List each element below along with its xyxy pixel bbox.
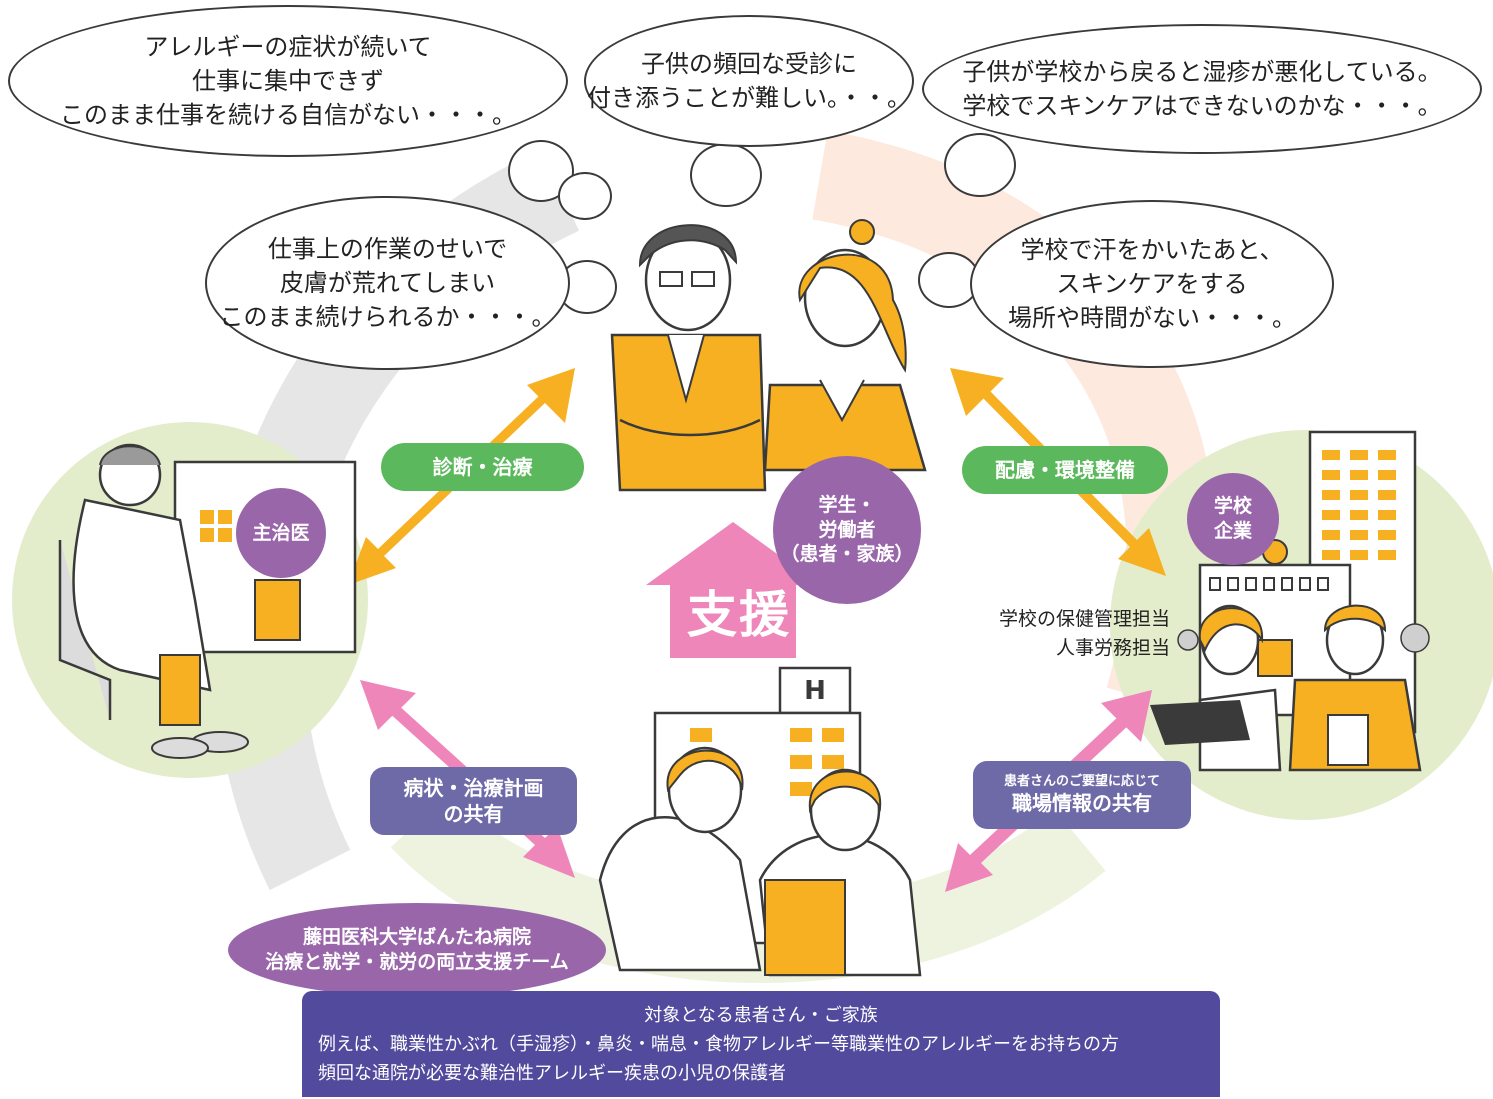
school-company-line: 学校 <box>1213 495 1252 518</box>
patient-label-line: 学生・ <box>818 493 876 516</box>
hospital-sign: H <box>804 675 826 706</box>
bubble-allergy-work: アレルギーの症状が続いて 仕事に集中できず このまま仕事を続ける自信がない・・・… <box>8 5 568 157</box>
share-work-text: 職場情報の共有 <box>1012 791 1152 816</box>
bubble-line: 仕事に集中できず <box>192 66 384 95</box>
patient-label: 学生・ 労働者 （患者・家族） <box>773 456 921 604</box>
bubble-line: アレルギーの症状が続いて <box>144 32 432 61</box>
diagnosis-label: 診断・治療 <box>381 443 584 491</box>
care-label-text: 配慮・環境整備 <box>995 458 1135 482</box>
physician-illustration <box>58 443 357 759</box>
thought-puff <box>558 172 612 220</box>
bubble-line: 子供の頻回な受診に <box>641 49 857 78</box>
target-patients-box: 対象となる患者さん・ご家族 例えば、職業性かぶれ（手湿疹）・鼻炎・喘息・食物アレ… <box>302 991 1220 1097</box>
bubble-line: スキンケアをする <box>1056 269 1248 298</box>
bubble-work-skin: 仕事上の作業のせいで 皮膚が荒れてしまい このまま続けられるか・・・。 <box>205 196 570 370</box>
bubble-line: 皮膚が荒れてしまい <box>279 268 496 297</box>
support-label: 支援 <box>687 586 791 644</box>
bubble-line: 仕事上の作業のせいで <box>267 234 508 263</box>
school-illustration <box>1150 430 1430 772</box>
patient-illustration <box>610 219 927 492</box>
physician-label-text: 主治医 <box>252 521 310 544</box>
staff-caption-line: 学校の保健管理担当 <box>998 608 1170 630</box>
bubble-child-visits: 子供の頻回な受診に 付き添うことが難しい。・・。 <box>584 15 914 147</box>
care-label: 配慮・環境整備 <box>962 446 1168 494</box>
thought-puff <box>944 133 1016 197</box>
school-company-line: 企業 <box>1213 520 1252 542</box>
bubble-school-sweat: 学校で汗をかいたあと、 スキンケアをする 場所や時間がない・・・。 <box>970 200 1334 368</box>
bubble-child-school: 子供が学校から戻ると湿疹が悪化している。 学校でスキンケアはできないのかな・・・… <box>922 24 1482 154</box>
bubble-line: 学校で汗をかいたあと、 <box>1020 235 1284 264</box>
bubble-line: 学校でスキンケアはできないのかな・・・。 <box>962 92 1442 120</box>
team-label: 藤田医科大学ばんたね病院 治療と就学・就労の両立支援チーム <box>228 903 606 997</box>
hospital-illustration <box>598 666 922 977</box>
school-company-label: 学校 企業 <box>1187 473 1279 565</box>
diagnosis-label-text: 診断・治療 <box>432 455 533 479</box>
team-label-line: 藤田医科大学ばんたね病院 <box>302 926 531 949</box>
physician-label: 主治医 <box>236 488 326 578</box>
staff-caption: 学校の保健管理担当 人事労務担当 <box>960 605 1170 664</box>
bubble-line: 付き添うことが難しい。・・。 <box>587 84 911 112</box>
share-condition-line: の共有 <box>443 802 504 826</box>
share-work-note: 患者さんのご要望に応じて <box>1003 773 1160 789</box>
share-condition-line: 病状・治療計画 <box>403 776 544 800</box>
thought-puff <box>690 143 762 207</box>
target-line: 例えば、職業性かぶれ（手湿疹）・鼻炎・喘息・食物アレルギー等職業性のアレルギーを… <box>318 1034 1119 1056</box>
target-title: 対象となる患者さん・ご家族 <box>644 1005 878 1026</box>
bubble-line: 子供が学校から戻ると湿疹が悪化している。 <box>962 57 1442 86</box>
bubble-line: このまま続けられるか・・・。 <box>219 303 556 332</box>
target-line: 頻回な通院が必要な難治性アレルギー疾患の小児の保護者 <box>318 1063 786 1085</box>
share-work-label: 患者さんのご要望に応じて 職場情報の共有 <box>973 761 1191 829</box>
team-label-line: 治療と就学・就労の両立支援チーム <box>265 951 569 973</box>
bubble-line: このまま仕事を続ける自信がない・・・。 <box>60 101 516 130</box>
patient-label-line: 労働者 <box>818 518 876 541</box>
staff-caption-line: 人事労務担当 <box>1055 637 1170 660</box>
patient-label-line: （患者・家族） <box>780 543 914 566</box>
support-arrow <box>646 522 820 658</box>
bubble-line: 場所や時間がない・・・。 <box>1008 304 1296 333</box>
share-condition-label: 病状・治療計画 の共有 <box>370 767 577 835</box>
